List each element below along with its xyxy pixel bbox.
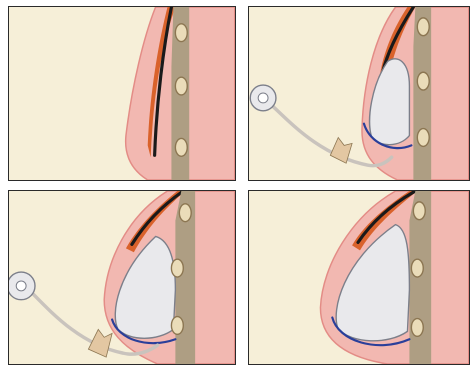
rib-2 [171,259,183,277]
rib-3 [171,317,183,335]
rib-3 [411,319,423,337]
injection-dome-center [16,281,26,291]
breast-cross-section-diagram [9,191,235,364]
rib-2 [417,72,429,90]
panel-stage-4 [248,190,470,365]
rib-1 [417,18,429,36]
breast-cross-section-diagram [249,7,469,180]
rib-2 [411,259,423,277]
rib-3 [175,138,187,156]
rib-3 [417,129,429,147]
breast-cross-section-diagram [9,7,235,180]
panel-stage-3 [8,190,236,365]
panel-stage-1 [8,6,236,181]
rib-1 [413,202,425,220]
rib-1 [175,24,187,42]
injection-dome-center [258,93,268,103]
rib-1 [179,204,191,222]
panel-stage-2 [248,6,470,181]
rib-2 [175,77,187,95]
breast-cross-section-diagram [249,191,469,364]
